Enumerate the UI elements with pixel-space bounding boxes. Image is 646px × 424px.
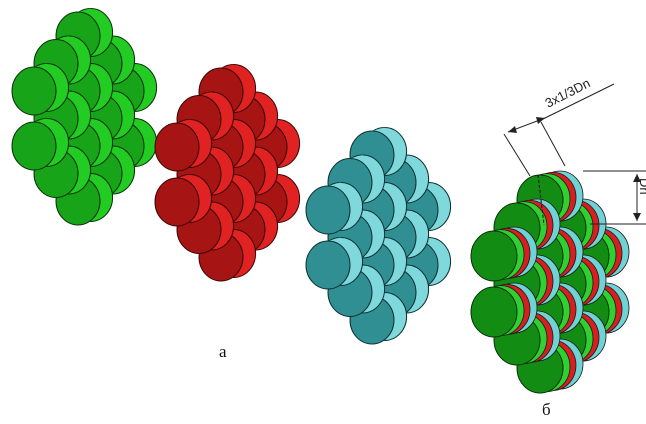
- disc-face: [305, 240, 351, 290]
- disc-face: [154, 177, 200, 227]
- disc: [305, 182, 364, 235]
- caption-b: б: [542, 400, 551, 419]
- disc-face: [305, 185, 351, 235]
- layered-disc: [470, 226, 538, 282]
- disc: [11, 63, 70, 116]
- layered-disc: [470, 282, 538, 338]
- width-dimension-label: 3x1/3Dn: [543, 75, 593, 110]
- width-arrow-left: [508, 126, 517, 133]
- disc: [305, 237, 364, 290]
- width-extension-line-left: [503, 133, 531, 177]
- width-arrow-right: [536, 117, 545, 124]
- disc: [154, 174, 213, 227]
- height-dimension-label: Dn: [637, 178, 646, 195]
- red-disc-stack: [154, 64, 301, 282]
- disc: [154, 119, 213, 172]
- disc-face: [470, 286, 518, 338]
- width-extension-line-right: [540, 121, 566, 167]
- caption-a: а: [219, 342, 227, 361]
- height-dimension: Dn: [583, 170, 646, 225]
- layered-disc-stack: [470, 170, 630, 394]
- disc: [349, 292, 408, 345]
- section-centerline: [537, 174, 545, 226]
- disc-face: [11, 66, 57, 116]
- width-dimension: 3x1/3Dn: [503, 75, 615, 177]
- width-leader-line: [540, 83, 615, 121]
- disc: [11, 118, 70, 171]
- disc-face: [11, 121, 57, 171]
- disc-face: [154, 122, 200, 172]
- green-disc-stack: [11, 8, 158, 226]
- height-arrow-top: [633, 174, 641, 182]
- height-arrow-bottom: [633, 213, 641, 221]
- cyan-disc-stack: [305, 127, 452, 345]
- disc-face: [470, 230, 518, 282]
